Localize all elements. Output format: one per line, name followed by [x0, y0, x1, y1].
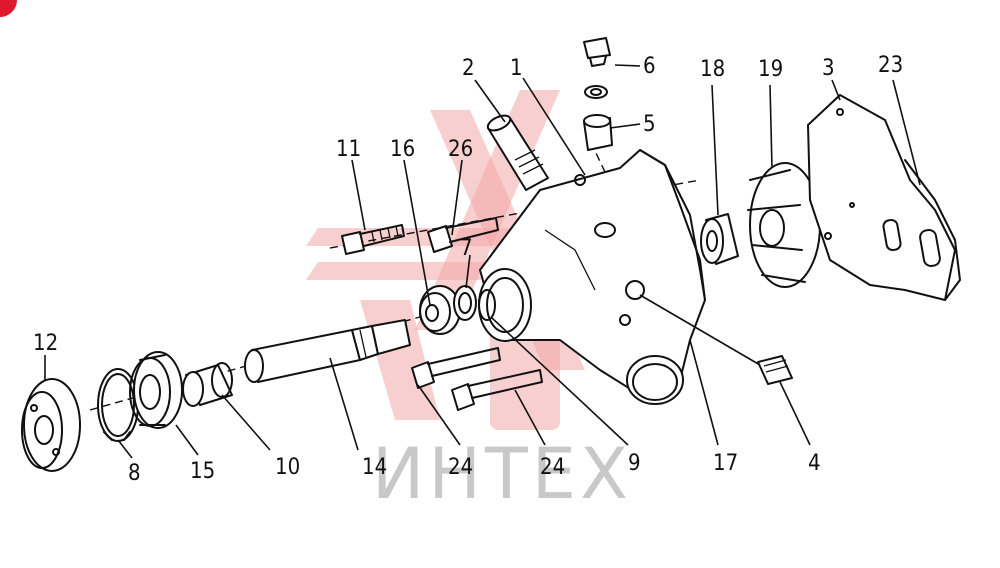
part-7-seal: [453, 285, 477, 321]
callout-26: 26: [448, 137, 473, 162]
callout-3: 3: [822, 56, 835, 81]
callout-8: 8: [128, 461, 141, 486]
part-12-end-cover: [21, 378, 81, 472]
part-8-snap-ring: [97, 368, 139, 442]
watermark-text: ИНТЕХ: [372, 433, 632, 515]
part-5-nipple: [583, 85, 613, 151]
callout-12: 12: [33, 331, 58, 356]
callout-labels: 1 2 3 4 5 6 7 8 9 10 11 12 14 15 16 17 1…: [33, 53, 903, 486]
part-24-bolt-upper: [411, 347, 501, 389]
part-23-cover: [904, 159, 961, 301]
callout-23: 23: [878, 53, 903, 78]
part-9-oring: [478, 289, 496, 321]
callout-24-left: 24: [448, 455, 473, 480]
part-2-tube: [486, 114, 549, 191]
corner-badge: [0, 0, 17, 17]
part-19-impeller: [747, 162, 821, 288]
part-18-seal: [700, 213, 739, 265]
callout-17: 17: [713, 451, 738, 476]
part-10-sleeve: [182, 362, 233, 407]
callout-5: 5: [643, 112, 656, 137]
pump-body: [478, 149, 706, 405]
callout-9: 9: [628, 451, 641, 476]
part-15-bearing: [129, 351, 183, 429]
part-14-shaft: [244, 319, 411, 383]
callout-7: 7: [460, 236, 473, 261]
leader-lines: [44, 64, 921, 459]
part-11-bolt: [341, 224, 405, 255]
callout-6: 6: [643, 54, 656, 79]
part-3-gasket: [807, 94, 956, 301]
callout-10: 10: [275, 455, 300, 480]
callout-4: 4: [808, 451, 821, 476]
callout-19: 19: [758, 57, 783, 82]
callout-14: 14: [362, 455, 387, 480]
callout-11: 11: [336, 137, 361, 162]
callout-18: 18: [700, 57, 725, 82]
part-4-drain-plug: [757, 355, 793, 385]
part-6-plug: [583, 37, 611, 67]
part-24-bolt-lower: [451, 369, 543, 411]
part-16-bearing: [419, 285, 461, 335]
callout-24-right: 24: [540, 455, 565, 480]
callout-2: 2: [462, 56, 475, 81]
callout-16: 16: [390, 137, 415, 162]
callout-15: 15: [190, 459, 215, 484]
callout-1: 1: [510, 56, 523, 81]
part-26-bolt: [427, 217, 499, 253]
